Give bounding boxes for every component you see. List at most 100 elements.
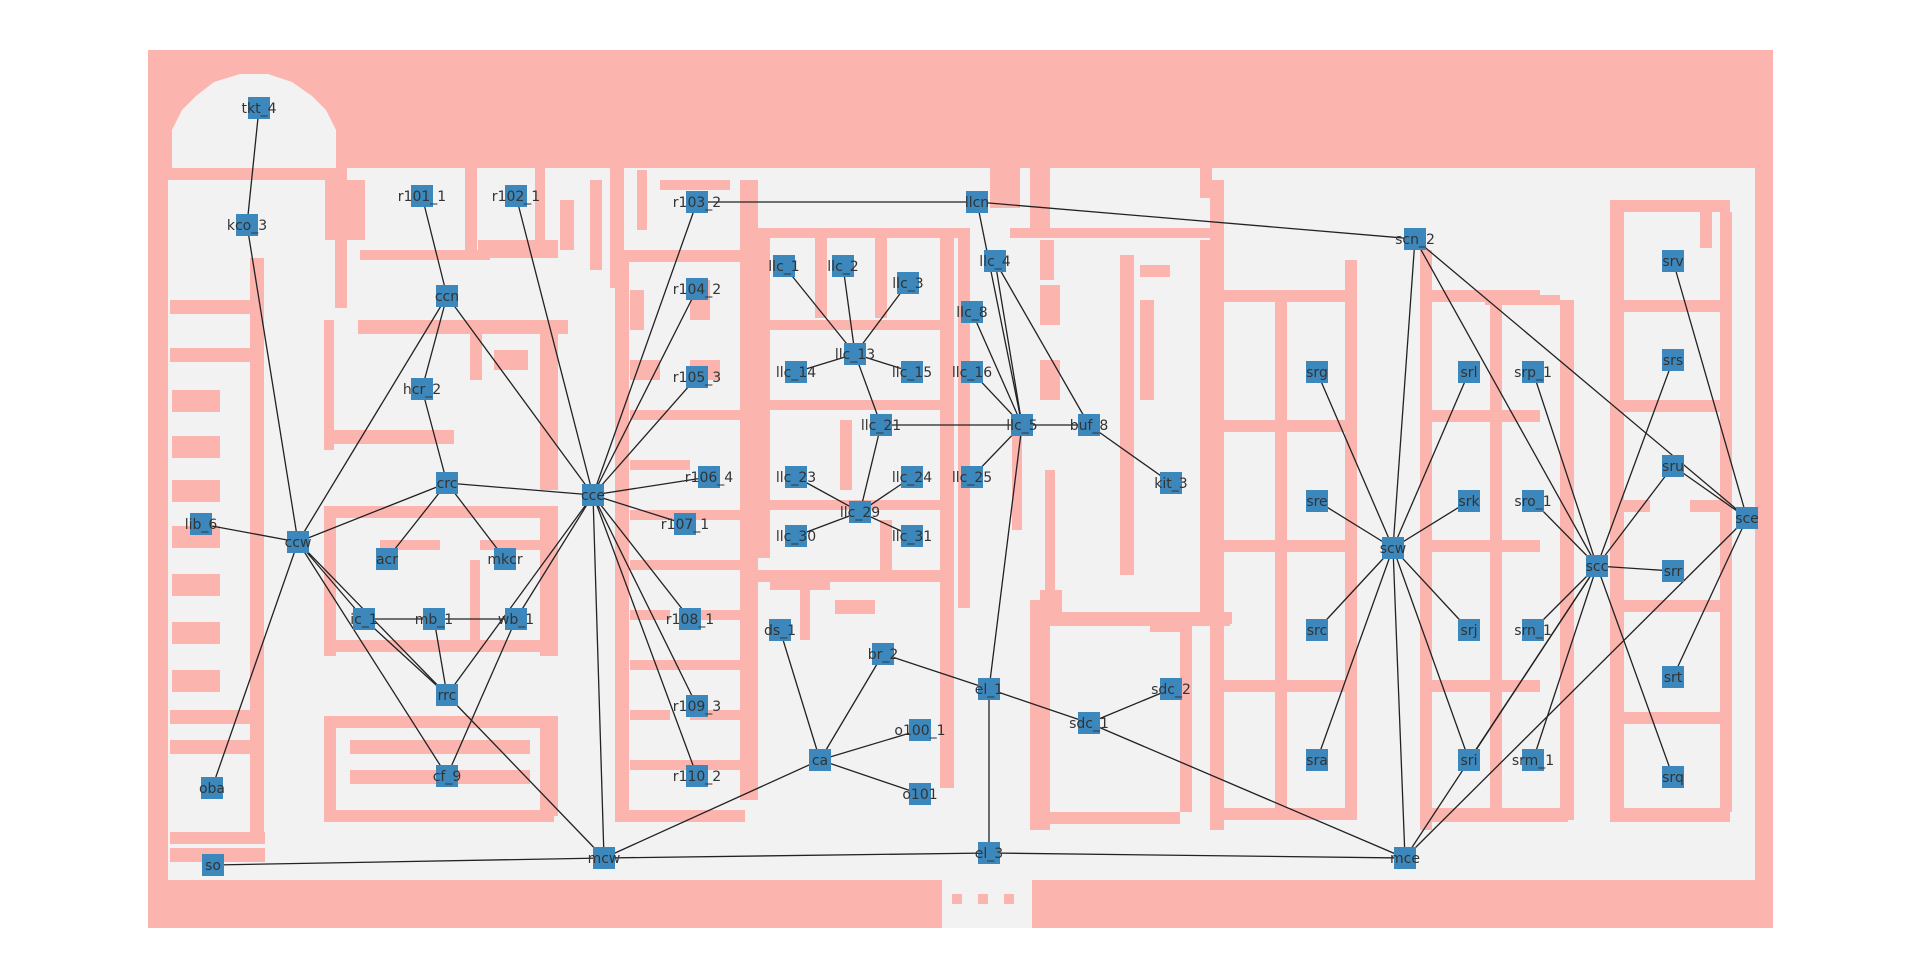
node-label: llc_4 [979, 254, 1010, 270]
node-marker [353, 608, 375, 630]
edge-rrc-mcw [446, 694, 605, 859]
node-marker [1011, 414, 1033, 436]
wall-block [815, 238, 827, 318]
node-sre: sre [1306, 490, 1328, 512]
wall-block [958, 228, 970, 608]
node-label: llc_16 [952, 365, 992, 381]
node-kco_3: kco_3 [227, 214, 267, 236]
wall-block [630, 360, 660, 380]
edge-scc-srm_1 [1532, 565, 1598, 761]
wall-block [690, 610, 740, 620]
node-marker [909, 719, 931, 741]
edge-cce-r108_1 [592, 494, 691, 620]
node-label: sre [1306, 494, 1327, 510]
wall-block [1040, 360, 1060, 400]
node-marker [961, 301, 983, 323]
node-marker [901, 361, 923, 383]
edge-ca-mcw [603, 759, 821, 859]
node-label: r102_1 [492, 189, 540, 205]
wall-block [1030, 812, 1180, 824]
node-marker [494, 548, 516, 570]
edge-sru-sce [1672, 465, 1748, 519]
node-label: llc_21 [861, 418, 901, 434]
edge-el_3-mce [988, 852, 1406, 859]
node-r103_2: r103_2 [673, 191, 721, 213]
wall-block [172, 574, 220, 596]
wall-block [1610, 400, 1730, 412]
wall-block [324, 506, 554, 518]
node-label: scn_2 [1395, 232, 1435, 248]
node-label: r101_1 [398, 189, 446, 205]
wall-block [324, 506, 336, 656]
node-marker [1458, 490, 1480, 512]
node-o101: o101 [902, 783, 938, 805]
node-marker [1662, 455, 1684, 477]
wall-block [630, 760, 740, 770]
wall-block [170, 300, 250, 314]
edge-srp_1-scc [1532, 371, 1598, 567]
edge-ccn-cce [446, 295, 594, 496]
wall-block [480, 540, 540, 550]
wall-block [172, 480, 220, 502]
node-label: tkt_4 [242, 101, 277, 117]
node-label: srn_1 [1514, 623, 1552, 639]
wall-block [978, 894, 988, 904]
node-label: srs [1663, 353, 1683, 369]
node-srg: srg [1306, 361, 1328, 383]
edge-scc-mce [1404, 565, 1598, 859]
node-label: srq [1662, 770, 1684, 786]
node-r102_1: r102_1 [492, 185, 540, 207]
node-marker [1458, 749, 1480, 771]
edge-llc_3-llc_13 [854, 282, 909, 355]
wall-block [1120, 255, 1134, 575]
node-marker [1662, 349, 1684, 371]
node-label: r105_3 [673, 370, 721, 386]
wall-block [1428, 808, 1568, 822]
node-scw: scw [1380, 537, 1406, 559]
node-marker [769, 619, 791, 641]
node-marker [870, 414, 892, 436]
wall-block [1200, 168, 1212, 198]
node-sro_1: sro_1 [1514, 490, 1552, 512]
node-llc_25: llc_25 [952, 466, 992, 488]
edge-sce-mce [1404, 517, 1748, 859]
node-marker [1306, 361, 1328, 383]
edge-srg-scw [1316, 371, 1394, 549]
node-label: ic_1 [350, 612, 378, 628]
edge-ccw-cf_9 [297, 541, 448, 777]
node-label: srg [1306, 365, 1328, 381]
node-r105_3: r105_3 [673, 366, 721, 388]
wall-block [1140, 265, 1170, 277]
wall-block [1012, 430, 1022, 530]
wall-block [1610, 300, 1730, 312]
edge-srk-scw [1392, 500, 1470, 549]
node-llc_4: llc_4 [979, 250, 1011, 272]
node-kit_3: kit_3 [1154, 472, 1188, 494]
node-label: r108_1 [666, 612, 714, 628]
node-marker [1458, 619, 1480, 641]
edge-srl-scw [1392, 371, 1470, 549]
wall-block [478, 240, 558, 258]
node-label: sro_1 [1514, 494, 1551, 510]
wall-block [248, 168, 338, 180]
node-label: llc_14 [776, 365, 816, 381]
node-label: el_3 [975, 846, 1003, 862]
node-sdc_1: sdc_1 [1069, 712, 1109, 734]
edge-crc-acr [386, 482, 448, 560]
node-label: o101 [902, 787, 937, 803]
node-sri: sri [1458, 749, 1480, 771]
wall-block [740, 180, 758, 800]
edge-sre-scw [1316, 500, 1394, 549]
wall-block [170, 348, 250, 362]
wall-block [535, 168, 545, 258]
wall-block [324, 716, 554, 728]
node-marker [901, 466, 923, 488]
edge-mcw-el_3 [603, 852, 990, 859]
node-src: src [1306, 619, 1328, 641]
edge-cce-r109_3 [592, 494, 698, 707]
node-label: oba [199, 781, 225, 797]
node-marker [978, 842, 1000, 864]
node-marker [1586, 555, 1608, 577]
edge-ds_1-ca [779, 629, 821, 761]
